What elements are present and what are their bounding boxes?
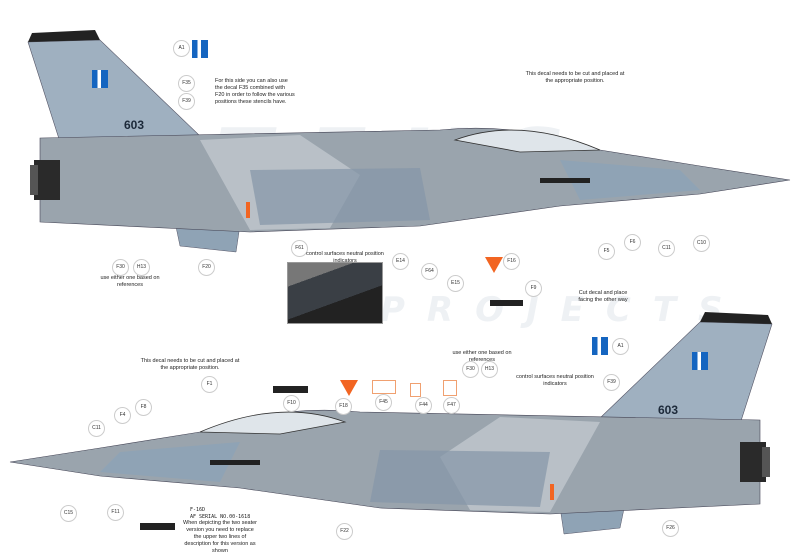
callout-f45: F45 [375, 394, 392, 411]
callout-f6: F6 [624, 234, 641, 251]
callout-e14: E14 [392, 253, 409, 270]
orange-box-decal [443, 380, 457, 396]
callout-c11: C11 [88, 420, 105, 437]
serial-number: 603 [124, 118, 145, 132]
serial-number: 603 [658, 403, 679, 417]
callout-c11: C11 [658, 240, 675, 257]
orange-box-decal [410, 383, 421, 397]
note-control-surfaces: control surfaces neutral position indica… [516, 374, 594, 387]
callout-f30: F30 [462, 361, 479, 378]
callout-f30: F30 [112, 259, 129, 276]
callout-h13: H13 [481, 361, 498, 378]
reference-photo [287, 262, 383, 324]
callout-f26: F26 [662, 520, 679, 537]
callout-f11: F11 [107, 504, 124, 521]
flag-decal [192, 40, 208, 58]
callout-f4: F4 [114, 407, 131, 424]
callout-f22: F22 [336, 523, 353, 540]
note-use-either: use either one based on references [452, 350, 512, 363]
note-two-seater: When depicting the two seater version yo… [183, 520, 257, 554]
warning-triangle-decal [340, 380, 358, 396]
callout-f1: F1 [201, 376, 218, 393]
flag-decal [592, 337, 608, 355]
note-cut-place: This decal needs to be cut and placed at… [140, 358, 240, 371]
note-f35: For this side you can also use the decal… [215, 78, 295, 105]
callout-f10: F10 [283, 395, 300, 412]
stencil-decal [273, 386, 308, 393]
callout-f39: F39 [603, 374, 620, 391]
orange-box-decal [372, 380, 396, 394]
callout-c15: C15 [60, 505, 77, 522]
stencil-decal [490, 300, 523, 306]
callout-f20: F20 [198, 259, 215, 276]
callout-f64: F64 [421, 263, 438, 280]
callout-e15: E15 [447, 275, 464, 292]
note-use-either: use either one based on references [100, 275, 160, 288]
callout-a1: A1 [612, 338, 629, 355]
warning-triangle-decal [485, 257, 503, 273]
callout-f61: F61 [291, 240, 308, 257]
callout-f47: F47 [443, 397, 460, 414]
tail-flag [692, 352, 708, 370]
note-cut-facing: Cut decal and place facing the other way [578, 290, 628, 303]
f16-profile-right [27, 30, 791, 253]
watermark-sub: PROJECTS [380, 290, 745, 330]
serial-stencil-text: F-16D AF SERIAL NO.00-1618 [190, 507, 251, 520]
callout-f44: F44 [415, 397, 432, 414]
callout-f8: F8 [135, 399, 152, 416]
callout-h13: H13 [133, 259, 150, 276]
stencil-decal [140, 523, 175, 530]
note-control-surfaces: control surfaces neutral position indica… [306, 251, 384, 264]
note-cut-place: This decal needs to be cut and placed at… [525, 71, 625, 84]
callout-f39: F39 [178, 93, 195, 110]
callout-f5: F5 [598, 243, 615, 260]
callout-f9: F9 [525, 280, 542, 297]
callout-f16: F16 [503, 253, 520, 270]
callout-f35: F35 [178, 75, 195, 92]
tail-flag [92, 70, 108, 88]
callout-c10: C10 [693, 235, 710, 252]
callout-f18: F18 [335, 398, 352, 415]
callout-a1: A1 [173, 40, 190, 57]
